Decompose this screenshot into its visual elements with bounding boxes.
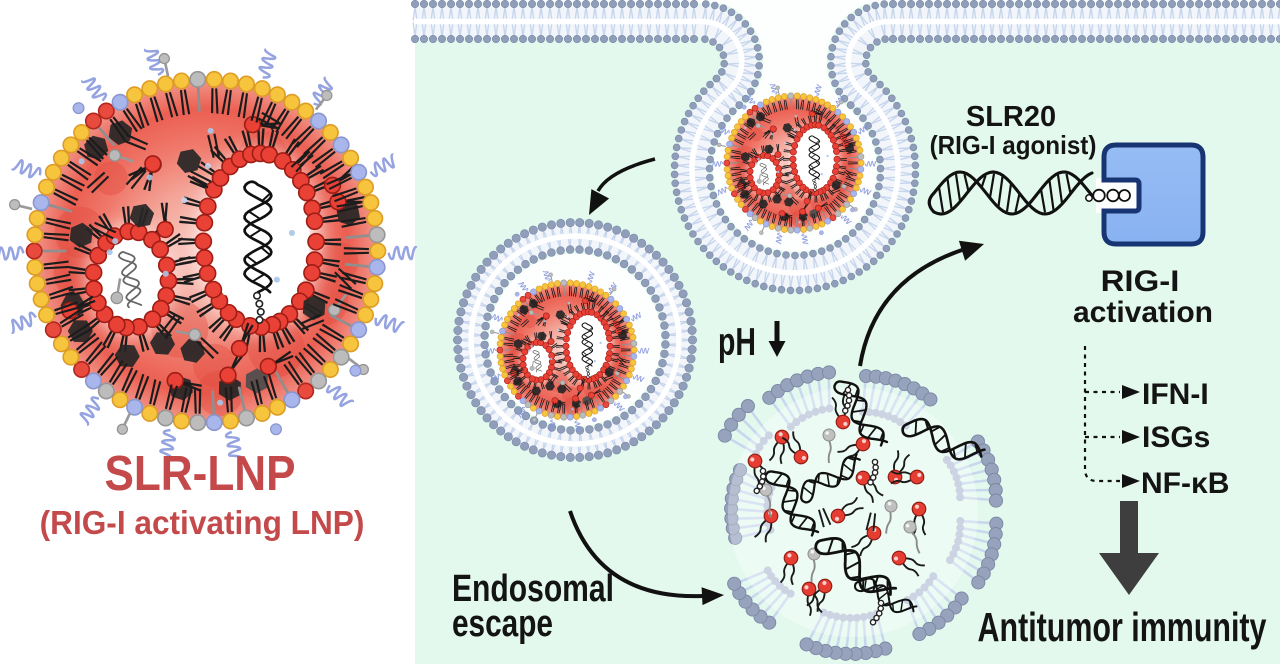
svg-text:SLR-LNP: SLR-LNP [104,446,295,501]
svg-text:escape: escape [452,603,553,645]
svg-text:SLR20: SLR20 [966,101,1056,133]
svg-text:Antitumor immunity: Antitumor immunity [978,604,1267,651]
svg-text:IFN-I: IFN-I [1142,378,1209,411]
svg-text:pH: pH [718,321,756,364]
svg-text:ISGs: ISGs [1142,421,1210,454]
svg-text:RIG-I: RIG-I [1101,263,1180,297]
svg-text:Endosomal: Endosomal [452,568,614,610]
svg-text:(RIG-I activating LNP): (RIG-I activating LNP) [40,504,365,541]
svg-text:activation: activation [1073,296,1213,329]
svg-text:NF-κB: NF-κB [1141,467,1229,500]
svg-text:(RIG-I agonist): (RIG-I agonist) [930,131,1097,160]
